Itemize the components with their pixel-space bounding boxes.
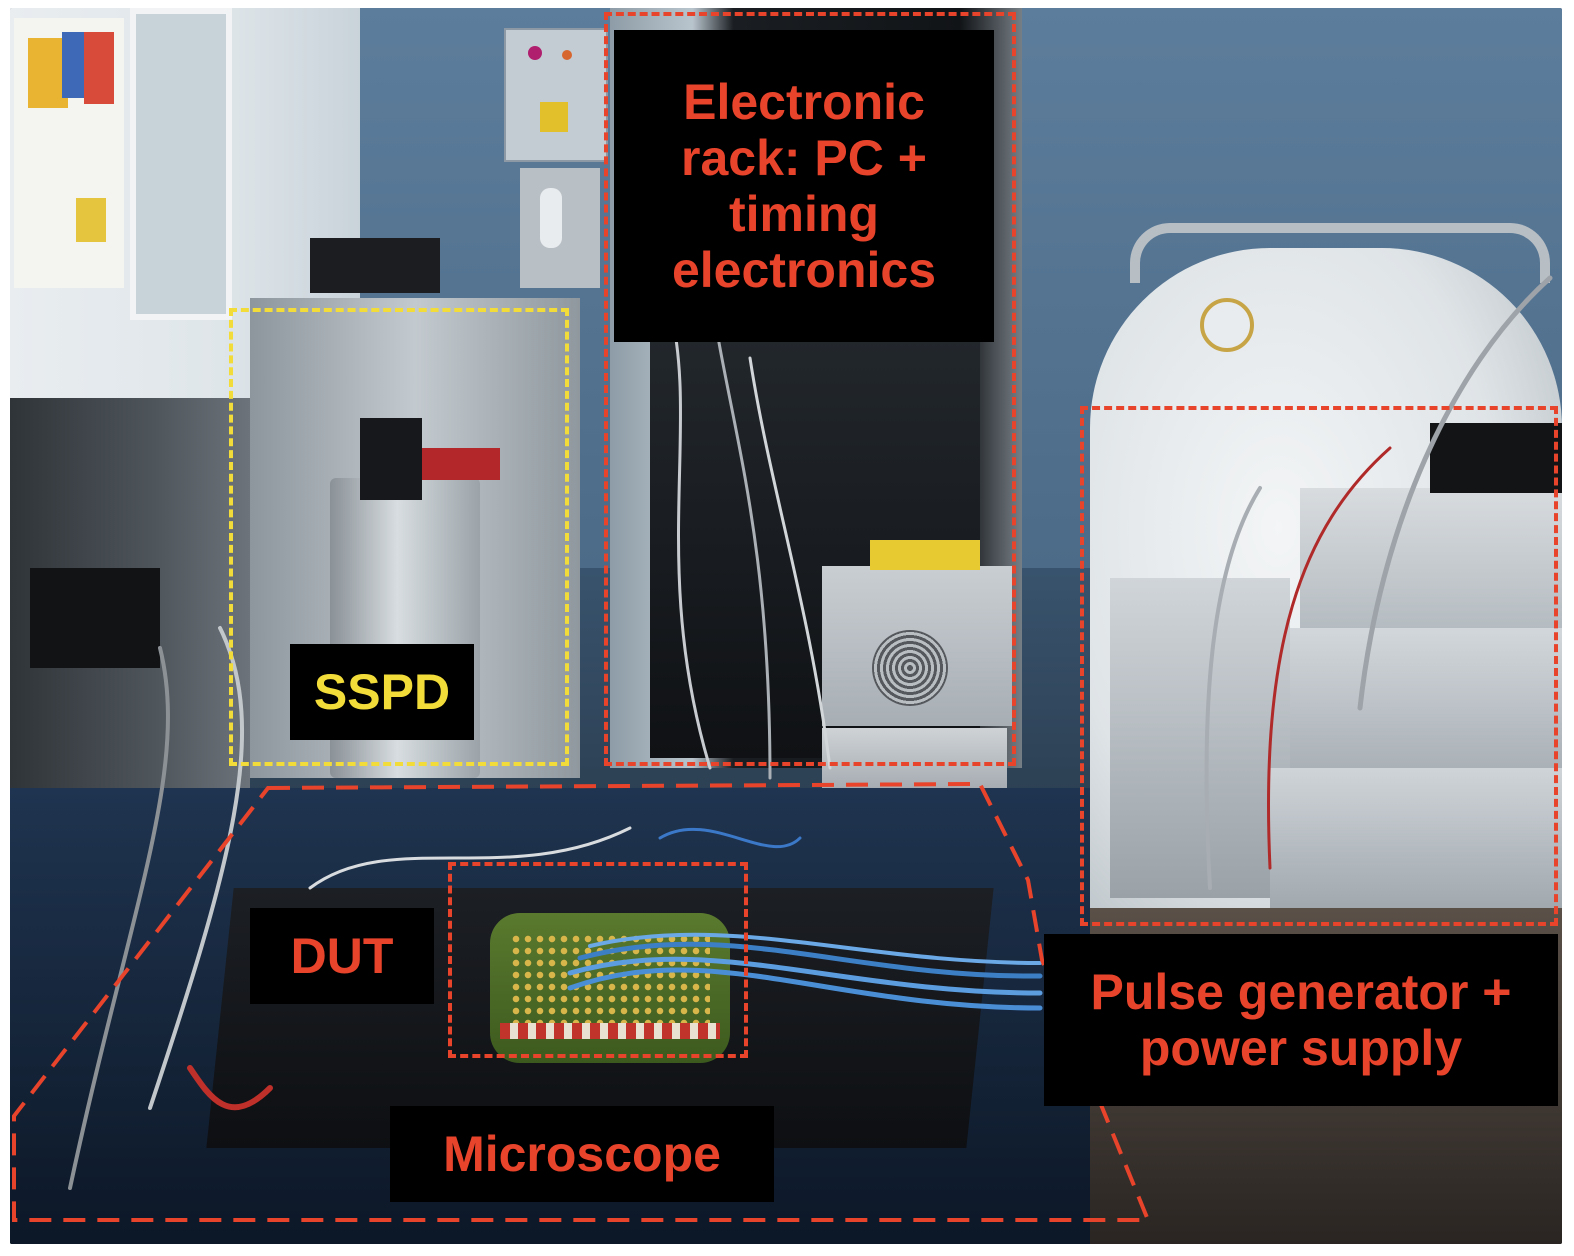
warning-sticker [540,102,568,132]
cryostat-controller [360,418,422,500]
electrical-panel [504,28,608,162]
power-supply-unit [1270,768,1562,908]
dut-region-outline [448,862,748,1058]
pulse-label: Pulse generator + power supply [1044,934,1558,1106]
pulse-generator-unit [1430,423,1562,493]
sspd-label: SSPD [290,644,474,740]
microscope-label: Microscope [390,1106,774,1202]
poster-block [28,38,68,108]
rack-label: Electronic rack: PC + timing electronics [614,30,994,342]
rack-region-outline [604,12,1016,766]
controller-unit [310,238,440,293]
power-supply-unit [1290,628,1562,768]
poster-block [84,32,114,104]
cable-bundle [68,275,1553,1190]
yellow-module [870,540,980,570]
compressor-handle [540,188,562,248]
poster-block [62,32,88,98]
sspd-region-outline [229,308,569,766]
power-supply-unit [1300,488,1562,628]
poster-block [76,198,106,242]
panel-indicator-light [528,46,542,60]
probe-connectors [500,1023,720,1039]
fan-grille [872,630,948,706]
pressure-gauge [1200,298,1254,352]
window [130,8,232,320]
equipment-box [30,568,160,668]
pulse-region-outline [1080,406,1558,926]
dewar-handle [1130,223,1550,283]
dut-label: DUT [250,908,434,1004]
panel-indicator-light [562,50,572,60]
instrument [1110,578,1290,898]
